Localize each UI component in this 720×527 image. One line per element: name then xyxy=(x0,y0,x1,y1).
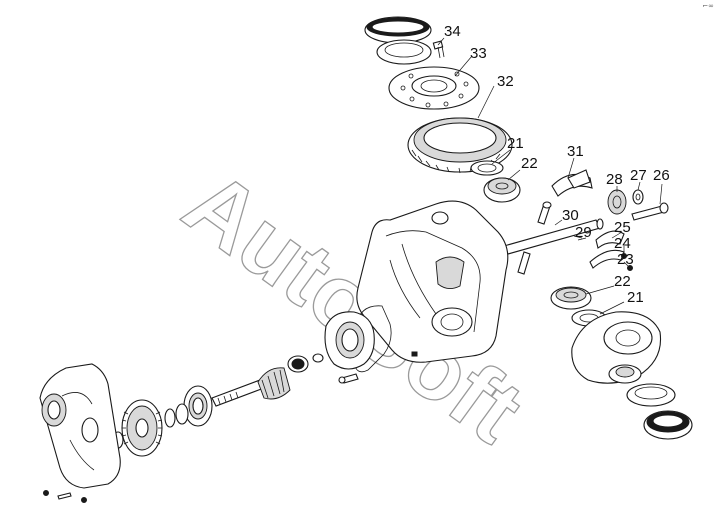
part-washer-27 xyxy=(632,189,644,205)
callout-29: 29 xyxy=(575,224,592,241)
part-housing-half-31 xyxy=(551,169,593,197)
part-cover-bolt xyxy=(338,373,359,384)
part-pinion-gear-28 xyxy=(607,189,627,215)
part-differential-case xyxy=(571,311,662,384)
part-cover-screws xyxy=(43,490,87,503)
callout-34: 34 xyxy=(444,23,461,40)
callout-21-top: 21 xyxy=(507,135,524,152)
part-front-cover xyxy=(39,363,121,489)
part-small-plug xyxy=(411,351,418,357)
part-pinion-bearing xyxy=(287,355,309,373)
callout-26: 26 xyxy=(653,167,670,184)
part-input-bearing xyxy=(183,385,213,427)
part-helical-gear xyxy=(121,399,163,457)
part-top-bearing xyxy=(364,16,432,44)
part-pinion-shaft xyxy=(211,367,291,407)
callout-33: 33 xyxy=(470,45,487,62)
callout-22-lower: 22 xyxy=(614,273,631,290)
part-spacer-rings xyxy=(164,403,189,428)
part-bearing-race xyxy=(376,39,432,65)
callout-30: 30 xyxy=(562,207,579,224)
callout-24: 24 xyxy=(614,235,631,252)
callout-21-lower: 21 xyxy=(627,289,644,306)
part-bolt-26 xyxy=(631,202,669,221)
callout-25: 25 xyxy=(614,219,631,236)
callout-labels: 34 33 32 31 21 22 28 27 26 30 29 25 24 2… xyxy=(444,23,670,306)
corner-mark: ⌐∞ xyxy=(702,2,714,10)
callout-22-top: 22 xyxy=(521,155,538,172)
part-flange-33 xyxy=(388,66,480,110)
part-lower-bearing xyxy=(643,410,693,440)
leader-lines xyxy=(437,37,663,315)
callout-32: 32 xyxy=(497,73,514,90)
callout-28: 28 xyxy=(606,171,623,188)
part-main-housing xyxy=(356,200,509,363)
callout-27: 27 xyxy=(630,167,647,184)
part-gasket xyxy=(353,305,392,373)
part-side-gear-22-lower xyxy=(550,286,592,310)
callout-23: 23 xyxy=(617,251,634,268)
part-washer-21-top xyxy=(470,160,504,176)
part-lower-bearing-race xyxy=(626,383,676,407)
part-small-washer xyxy=(312,353,324,363)
part-pin xyxy=(517,201,552,275)
part-side-gear-22-top xyxy=(483,177,521,203)
part-ring-gear-32 xyxy=(407,117,513,174)
part-small-parts-23-24 xyxy=(621,253,633,271)
part-bearing-cover xyxy=(324,311,375,370)
part-bolt-34 xyxy=(432,40,445,59)
callout-31: 31 xyxy=(567,143,584,160)
